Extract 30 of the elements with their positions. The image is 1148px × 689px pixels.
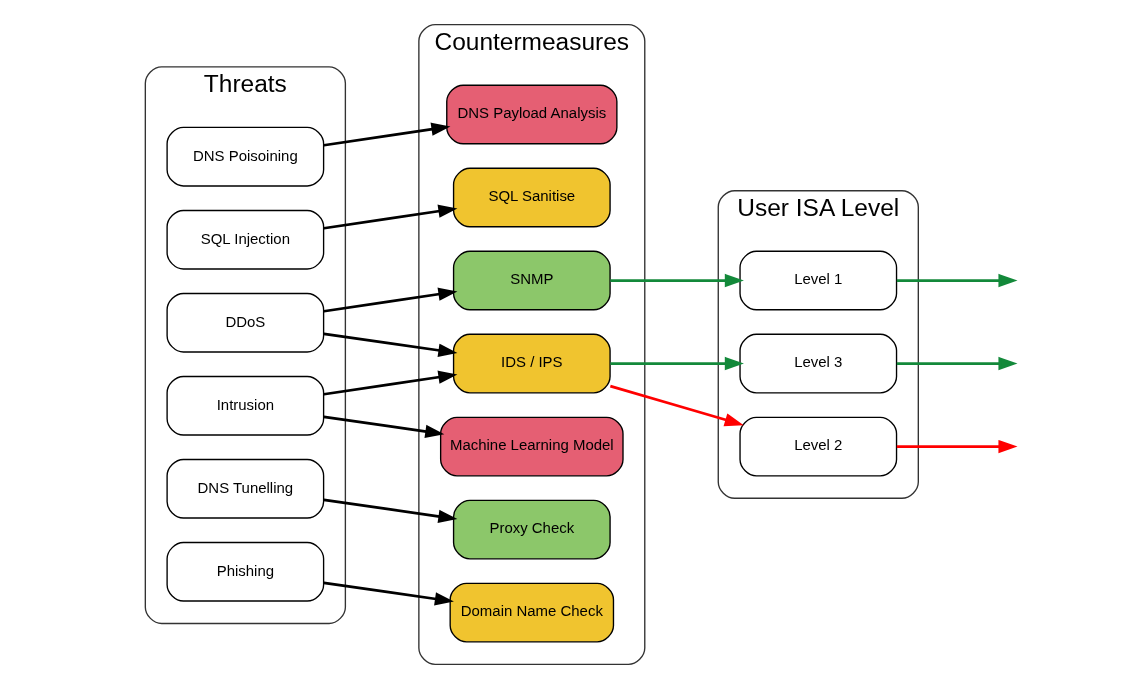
arrow [323, 581, 454, 606]
node-box: SQL Injection [165, 209, 324, 270]
arrow [896, 439, 1017, 454]
node-box: Level 3 [738, 333, 897, 394]
node-box: DNS Tunelling [165, 458, 324, 519]
node-box: Domain Name Check [449, 582, 614, 643]
arrow [323, 287, 457, 313]
node-box: Level 2 [738, 416, 897, 477]
arrow [323, 498, 457, 523]
node-box: Intrusion [165, 375, 324, 436]
node-box: SQL Sanitise [452, 167, 611, 228]
arrow [323, 122, 450, 147]
node-box: DNS Poisoining [165, 126, 324, 187]
arrow [323, 204, 457, 230]
arrow [896, 356, 1017, 371]
node-box: Machine Learning Model [439, 416, 624, 477]
node-box: SNMP [452, 250, 611, 311]
node-box: Proxy Check [452, 499, 611, 560]
arrow [323, 370, 457, 396]
node-box: DDoS [165, 292, 324, 353]
node-box: DNS Payload Analysis [445, 84, 618, 145]
arrow [609, 384, 744, 427]
node-box: Phishing [165, 541, 324, 602]
node-box: IDS / IPS [452, 333, 611, 394]
arrow [896, 273, 1017, 288]
arrow [609, 273, 744, 288]
arrow [609, 356, 744, 371]
arrow [323, 332, 457, 357]
node-box: Level 1 [738, 250, 897, 311]
arrow [323, 415, 444, 439]
